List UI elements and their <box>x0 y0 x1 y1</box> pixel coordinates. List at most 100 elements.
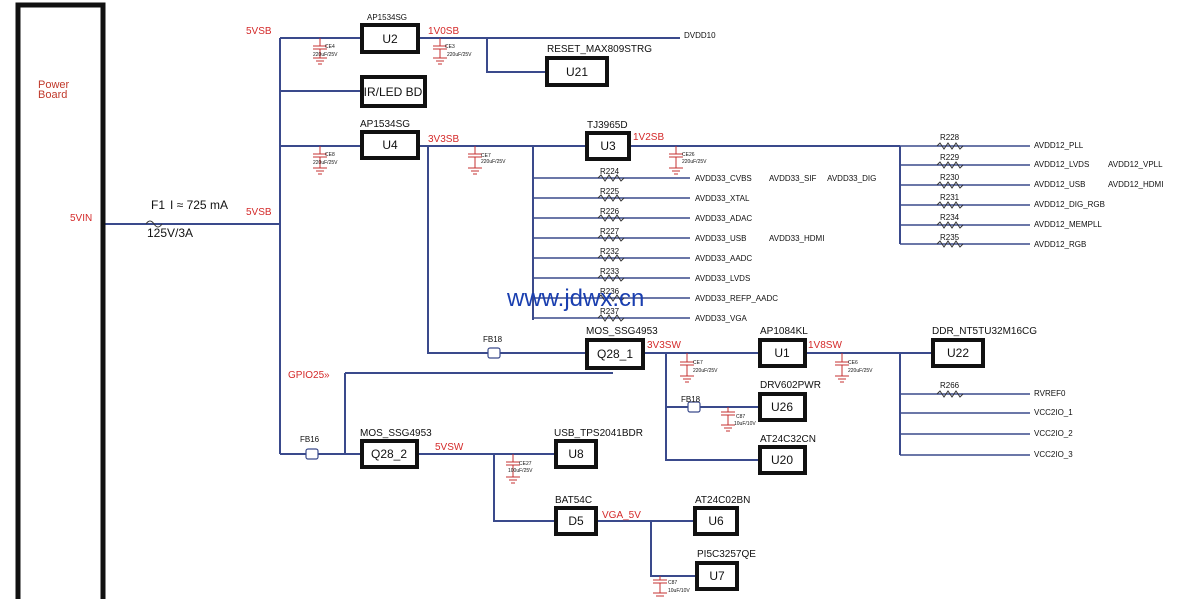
svg-text:U20: U20 <box>771 453 793 467</box>
svg-text:R233: R233 <box>600 267 620 276</box>
svg-text:VCC2IO_2: VCC2IO_2 <box>1034 429 1073 438</box>
gpio25-arrow-icon: » <box>324 370 330 381</box>
svg-text:VCC2IO_3: VCC2IO_3 <box>1034 450 1073 459</box>
svg-text:CE8: CE8 <box>325 152 335 158</box>
ddr-labels: R266 RVREF0 VCC2IO_1 VCC2IO_2 VCC2IO_3 <box>940 381 1073 459</box>
svg-text:CE7: CE7 <box>481 153 491 159</box>
svg-text:AVDD12_PLL: AVDD12_PLL <box>1034 141 1084 150</box>
svg-text:AVDD33_USB: AVDD33_USB <box>695 234 746 243</box>
svg-text:MOS_SSG4953: MOS_SSG4953 <box>360 428 432 439</box>
ferrite-beads: FB18 FB18 FB16 <box>300 335 701 460</box>
svg-text:10uF/10V: 10uF/10V <box>734 421 756 427</box>
svg-text:U6: U6 <box>708 514 724 528</box>
bead-fb18a-symbol <box>487 347 501 359</box>
svg-text:AVDD12_HDMI: AVDD12_HDMI <box>1108 180 1163 189</box>
avdd12-labels: R228 AVDD12_PLL R229 AVDD12_LVDS AVDD12_… <box>940 133 1163 249</box>
fuse-rating: 125V/3A <box>147 226 193 240</box>
fuse-symbol <box>145 220 163 228</box>
cap-c87a <box>721 407 735 432</box>
watermark: www.jdwx.cn <box>506 285 644 312</box>
svg-text:R225: R225 <box>600 187 620 196</box>
svg-text:AP1534SG: AP1534SG <box>360 119 410 130</box>
svg-text:AVDD33_ADAC: AVDD33_ADAC <box>695 214 752 223</box>
svg-text:AVDD12_DIG_RGB: AVDD12_DIG_RGB <box>1034 200 1105 209</box>
net-3v3sw: 3V3SW <box>647 340 681 351</box>
power-board-label-line1: Power <box>38 79 70 91</box>
svg-text:IR/LED BD: IR/LED BD <box>364 85 423 99</box>
block-q28-1: Q28_1 MOS_SSG4953 <box>585 326 658 370</box>
block-u21: U21 RESET_MAX809STRG <box>545 44 652 87</box>
net-1v2sb: 1V2SB <box>633 132 664 143</box>
svg-text:AVDD33_AADC: AVDD33_AADC <box>695 254 752 263</box>
svg-text:AVDD33_LVDS: AVDD33_LVDS <box>695 274 750 283</box>
block-u6: U6 AT24C02BN <box>693 495 750 536</box>
svg-text:C87: C87 <box>668 580 677 586</box>
svg-text:AP1084KL: AP1084KL <box>760 326 808 337</box>
svg-text:AVDD12_USB: AVDD12_USB <box>1034 180 1085 189</box>
block-u1: U1 AP1084KL <box>758 326 808 368</box>
ddr-branches <box>900 393 1030 456</box>
svg-text:220uF/25V: 220uF/25V <box>313 160 338 166</box>
block-u8: U8 USB_TPS2041BDR <box>554 428 643 469</box>
svg-text:U21: U21 <box>566 65 588 79</box>
svg-text:AVDD33_CVBS: AVDD33_CVBS <box>695 174 752 183</box>
svg-text:AT24C02BN: AT24C02BN <box>695 495 750 506</box>
svg-text:DRV602PWR: DRV602PWR <box>760 380 821 391</box>
svg-text:R235: R235 <box>940 233 960 242</box>
svg-text:U2: U2 <box>382 32 398 46</box>
svg-text:C87: C87 <box>736 414 745 420</box>
block-u3: U3 TJ3965D <box>585 120 631 161</box>
bead-fb18b-label: FB18 <box>681 395 701 404</box>
cap-ce8 <box>313 146 327 175</box>
block-u2: U2 AP1534SG <box>360 13 420 54</box>
net-1v0sb: 1V0SB <box>428 26 459 37</box>
svg-text:AT24C32CN: AT24C32CN <box>760 434 816 445</box>
svg-text:R230: R230 <box>940 173 960 182</box>
svg-text:AVDD33_VGA: AVDD33_VGA <box>695 314 748 323</box>
svg-text:220uF/25V: 220uF/25V <box>313 52 338 58</box>
svg-text:R237: R237 <box>600 307 620 316</box>
svg-text:CE7: CE7 <box>693 360 703 366</box>
svg-text:AVDD33_REFP_AADC: AVDD33_REFP_AADC <box>695 294 778 303</box>
svg-text:R226: R226 <box>600 207 620 216</box>
svg-text:220uF/25V: 220uF/25V <box>481 159 506 165</box>
block-d5: D5 BAT54C <box>554 495 598 536</box>
cap-c87b <box>653 576 667 597</box>
svg-text:R229: R229 <box>940 153 960 162</box>
svg-text:D5: D5 <box>568 514 584 528</box>
net-labels: 5VSB 5VSB 1V0SB 3V3SB 1V2SB 3V3SW 1V8SW … <box>246 26 842 521</box>
svg-text:U3: U3 <box>600 139 616 153</box>
bead-fb16-label: FB16 <box>300 435 320 444</box>
svg-text:U1: U1 <box>774 346 790 360</box>
cap-ce26 <box>669 146 683 175</box>
svg-text:USB_TPS2041BDR: USB_TPS2041BDR <box>554 428 643 439</box>
svg-text:VCC2IO_1: VCC2IO_1 <box>1034 408 1073 417</box>
svg-text:R224: R224 <box>600 167 620 176</box>
svg-text:U7: U7 <box>709 569 725 583</box>
svg-text:CE26: CE26 <box>682 152 695 158</box>
avdd33-labels: R224 AVDD33_CVBS AVDD33_SIF AVDD33_DIG R… <box>600 167 876 323</box>
cap-ce7a <box>468 146 482 175</box>
svg-text:100uF/25V: 100uF/25V <box>508 468 533 474</box>
svg-text:R228: R228 <box>940 133 960 142</box>
avdd12-branches <box>900 145 1030 245</box>
svg-text:220uF/25V: 220uF/25V <box>447 52 472 58</box>
block-u26: U26 DRV602PWR <box>758 380 821 422</box>
svg-text:RESET_MAX809STRG: RESET_MAX809STRG <box>547 44 652 55</box>
cap-ce3 <box>433 38 447 65</box>
svg-text:MOS_SSG4953: MOS_SSG4953 <box>586 326 658 337</box>
svg-text:AVDD12_RGB: AVDD12_RGB <box>1034 240 1086 249</box>
capacitor-symbols <box>313 38 849 597</box>
svg-text:U22: U22 <box>947 346 969 360</box>
svg-text:Q28_2: Q28_2 <box>371 447 407 461</box>
bead-fb16-symbol <box>305 448 319 460</box>
svg-text:Q28_1: Q28_1 <box>597 347 633 361</box>
block-u7: U7 PI5C3257QE <box>695 549 756 591</box>
block-u4: U4 AP1534SG <box>360 119 420 160</box>
svg-text:U4: U4 <box>382 138 398 152</box>
block-u20: U20 AT24C32CN <box>758 434 816 475</box>
resistor-symbols-avdd33 <box>597 174 625 322</box>
net-5vsb-mid: 5VSB <box>246 207 272 218</box>
svg-text:R232: R232 <box>600 247 620 256</box>
